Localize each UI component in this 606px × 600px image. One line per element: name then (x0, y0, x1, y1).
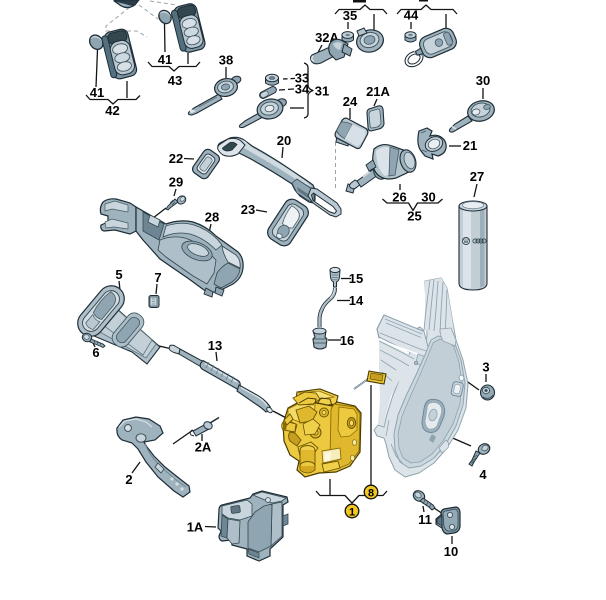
svg-text:2: 2 (125, 472, 132, 487)
svg-text:30: 30 (476, 73, 490, 88)
svg-text:5: 5 (115, 267, 122, 282)
svg-text:33: 33 (295, 71, 309, 86)
svg-text:43: 43 (168, 73, 182, 88)
svg-text:34: 34 (295, 82, 310, 97)
svg-text:22: 22 (169, 151, 183, 166)
svg-text:26: 26 (392, 190, 406, 205)
svg-text:30: 30 (421, 190, 435, 205)
svg-text:8: 8 (368, 488, 374, 500)
svg-text:13: 13 (208, 338, 222, 353)
svg-text:28: 28 (205, 210, 219, 225)
svg-text:29: 29 (169, 175, 183, 190)
svg-text:10: 10 (444, 544, 458, 559)
svg-text:2A: 2A (195, 440, 212, 455)
svg-text:1A: 1A (187, 520, 204, 535)
svg-text:14: 14 (349, 293, 364, 308)
svg-text:24: 24 (343, 94, 358, 109)
svg-text:11: 11 (418, 512, 432, 527)
svg-text:35: 35 (343, 8, 357, 23)
svg-text:42: 42 (105, 103, 119, 118)
svg-text:25: 25 (407, 209, 421, 224)
svg-text:16: 16 (340, 333, 354, 348)
svg-text:7: 7 (154, 270, 161, 285)
svg-text:15: 15 (349, 271, 363, 286)
svg-text:6: 6 (92, 345, 99, 360)
svg-text:44: 44 (404, 8, 419, 23)
svg-text:38: 38 (219, 53, 233, 68)
svg-text:21: 21 (463, 138, 477, 153)
svg-text:4: 4 (479, 467, 487, 482)
svg-text:23: 23 (241, 202, 255, 217)
svg-text:27: 27 (470, 169, 484, 184)
svg-text:21A: 21A (366, 84, 390, 99)
svg-text:41: 41 (158, 52, 172, 67)
svg-text:41: 41 (90, 85, 104, 100)
svg-text:1: 1 (349, 507, 355, 519)
svg-text:31: 31 (315, 84, 329, 99)
svg-text:20: 20 (277, 133, 291, 148)
svg-text:3: 3 (482, 360, 489, 375)
